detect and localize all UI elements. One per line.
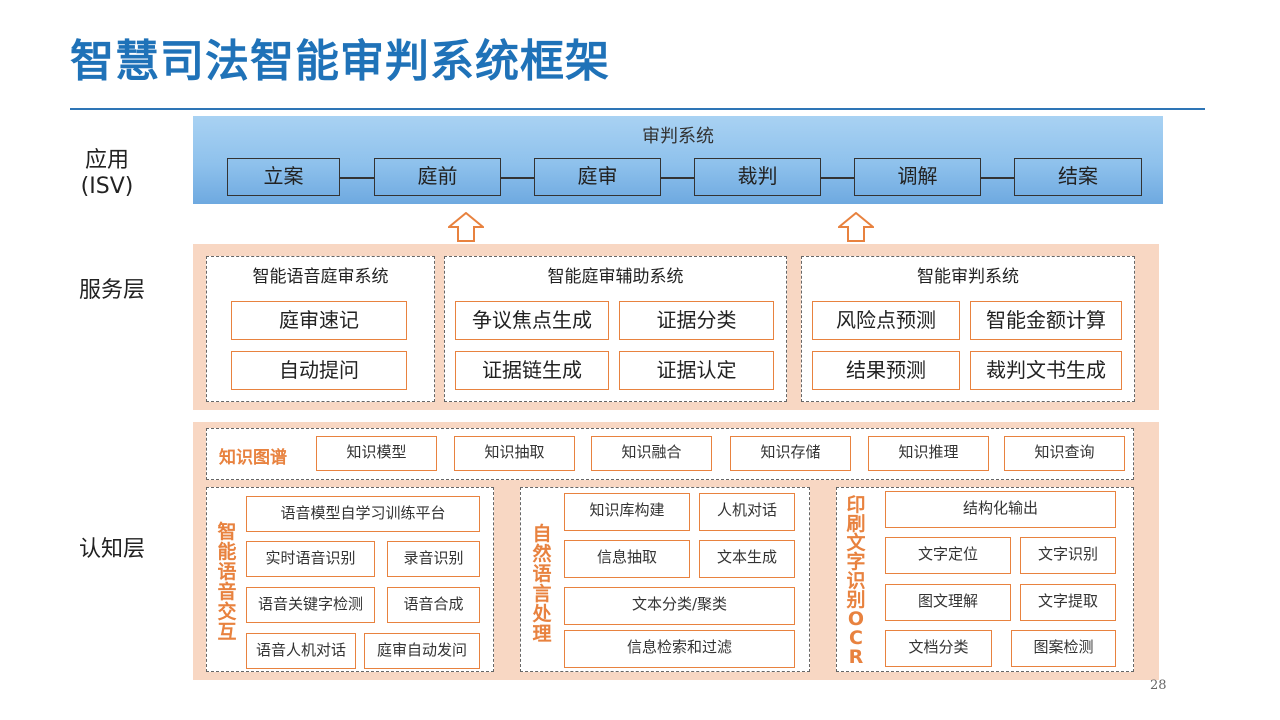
nlp-item-box: 文本生成: [699, 540, 795, 578]
voice-label-char: 交: [217, 601, 237, 623]
knowledge-graph-item: 知识存储: [730, 436, 851, 471]
app-step-box: 结案: [1014, 158, 1142, 196]
knowledge-graph-item: 知识推理: [868, 436, 989, 471]
nlp-label-char: 然: [532, 543, 552, 565]
nlp-label-char: 处: [532, 603, 552, 625]
app-connector: [340, 177, 374, 179]
service-group-title: 智能庭审辅助系统: [547, 267, 684, 287]
ocr-label-char: 文: [846, 532, 866, 554]
up-arrow-icon: [838, 212, 874, 242]
service-item-box: 结果预测: [812, 351, 960, 390]
voice-item-box: 语音合成: [387, 587, 480, 623]
voice-label-char: 语: [217, 561, 237, 583]
layer-label-app-text: 应用: [84, 148, 129, 173]
page-title: 智慧司法智能审判系统框架: [70, 36, 610, 87]
ocr-item-box: 结构化输出: [885, 491, 1116, 528]
voice-label-char: 互: [217, 621, 237, 643]
ocr-item-box: 图案检测: [1011, 630, 1116, 667]
ocr-label-char: 刷: [846, 513, 866, 535]
knowledge-graph-label: 知识图谱: [219, 448, 287, 468]
up-arrow-icon: [448, 212, 484, 242]
voice-label-char: 智: [217, 521, 237, 543]
service-item-box: 智能金额计算: [970, 301, 1122, 340]
ocr-item-box: 文档分类: [885, 630, 992, 667]
service-item-box: 裁判文书生成: [970, 351, 1122, 390]
ocr-item-box: 图文理解: [885, 584, 1011, 621]
app-step-box: 调解: [854, 158, 981, 196]
service-item-box: 风险点预测: [812, 301, 960, 340]
page-number: 28: [1150, 678, 1167, 693]
voice-item-box: 语音关键字检测: [246, 587, 375, 623]
app-connector: [981, 177, 1014, 179]
nlp-item-box: 信息抽取: [564, 540, 690, 578]
nlp-label-char: 自: [532, 523, 552, 545]
ocr-item-box: 文字定位: [885, 537, 1011, 574]
app-connector: [821, 177, 854, 179]
nlp-label-char: 语: [532, 563, 552, 585]
voice-item-box: 语音模型自学习训练平台: [246, 496, 480, 532]
app-connector: [501, 177, 534, 179]
nlp-label-char: 理: [532, 623, 552, 645]
nlp-item-box: 知识库构建: [564, 493, 690, 531]
ocr-label-char: 字: [846, 551, 866, 573]
app-step-box: 庭审: [534, 158, 661, 196]
app-connector: [661, 177, 694, 179]
ocr-label-char: C: [849, 627, 863, 649]
knowledge-graph-item: 知识查询: [1004, 436, 1125, 471]
voice-item-box: 庭审自动发问: [364, 633, 480, 669]
ocr-label-char: R: [848, 646, 864, 668]
service-item-box: 证据链生成: [455, 351, 609, 390]
voice-item-box: 语音人机对话: [246, 633, 356, 669]
app-layer-title: 审判系统: [642, 126, 714, 147]
voice-item-box: 录音识别: [387, 541, 480, 577]
app-layer-band: [193, 116, 1163, 204]
layer-label-cognition: 认知层: [78, 537, 145, 562]
app-step-box: 裁判: [694, 158, 821, 196]
app-step-box: 立案: [227, 158, 340, 196]
ocr-item-box: 文字识别: [1020, 537, 1116, 574]
nlp-item-box: 人机对话: [699, 493, 795, 531]
nlp-label-char: 言: [532, 583, 552, 605]
service-group-title: 智能语音庭审系统: [252, 267, 389, 287]
ocr-label-char: 别: [846, 589, 866, 611]
ocr-label-char: O: [847, 608, 865, 630]
ocr-label-char: 印: [846, 494, 866, 516]
service-item-box: 庭审速记: [231, 301, 407, 340]
nlp-vertical-label: 自 然 语 言 处 理: [531, 524, 553, 644]
voice-label-char: 音: [217, 581, 237, 603]
knowledge-graph-item: 知识抽取: [454, 436, 575, 471]
title-divider: [70, 108, 1205, 110]
ocr-label-char: 识: [846, 570, 866, 592]
ocr-item-box: 文字提取: [1020, 584, 1116, 621]
layer-label-app-sub: (ISV): [80, 174, 134, 199]
nlp-item-box: 信息检索和过滤: [564, 630, 795, 668]
voice-label-char: 能: [217, 541, 237, 563]
knowledge-graph-item: 知识模型: [316, 436, 437, 471]
voice-vertical-label: 智 能 语 音 交 互: [216, 522, 238, 642]
service-item-box: 争议焦点生成: [455, 301, 609, 340]
service-item-box: 证据认定: [619, 351, 774, 390]
service-group-title: 智能审判系统: [917, 267, 1019, 287]
app-step-box: 庭前: [374, 158, 501, 196]
service-item-box: 自动提问: [231, 351, 407, 390]
service-item-box: 证据分类: [619, 301, 774, 340]
layer-label-service: 服务层: [78, 278, 145, 303]
ocr-vertical-label: 印 刷 文 字 识 别 O C R: [845, 496, 867, 667]
knowledge-graph-item: 知识融合: [591, 436, 712, 471]
layer-label-app: 应用 (ISV): [62, 148, 152, 200]
voice-item-box: 实时语音识别: [246, 541, 375, 577]
nlp-item-box: 文本分类/聚类: [564, 587, 795, 625]
